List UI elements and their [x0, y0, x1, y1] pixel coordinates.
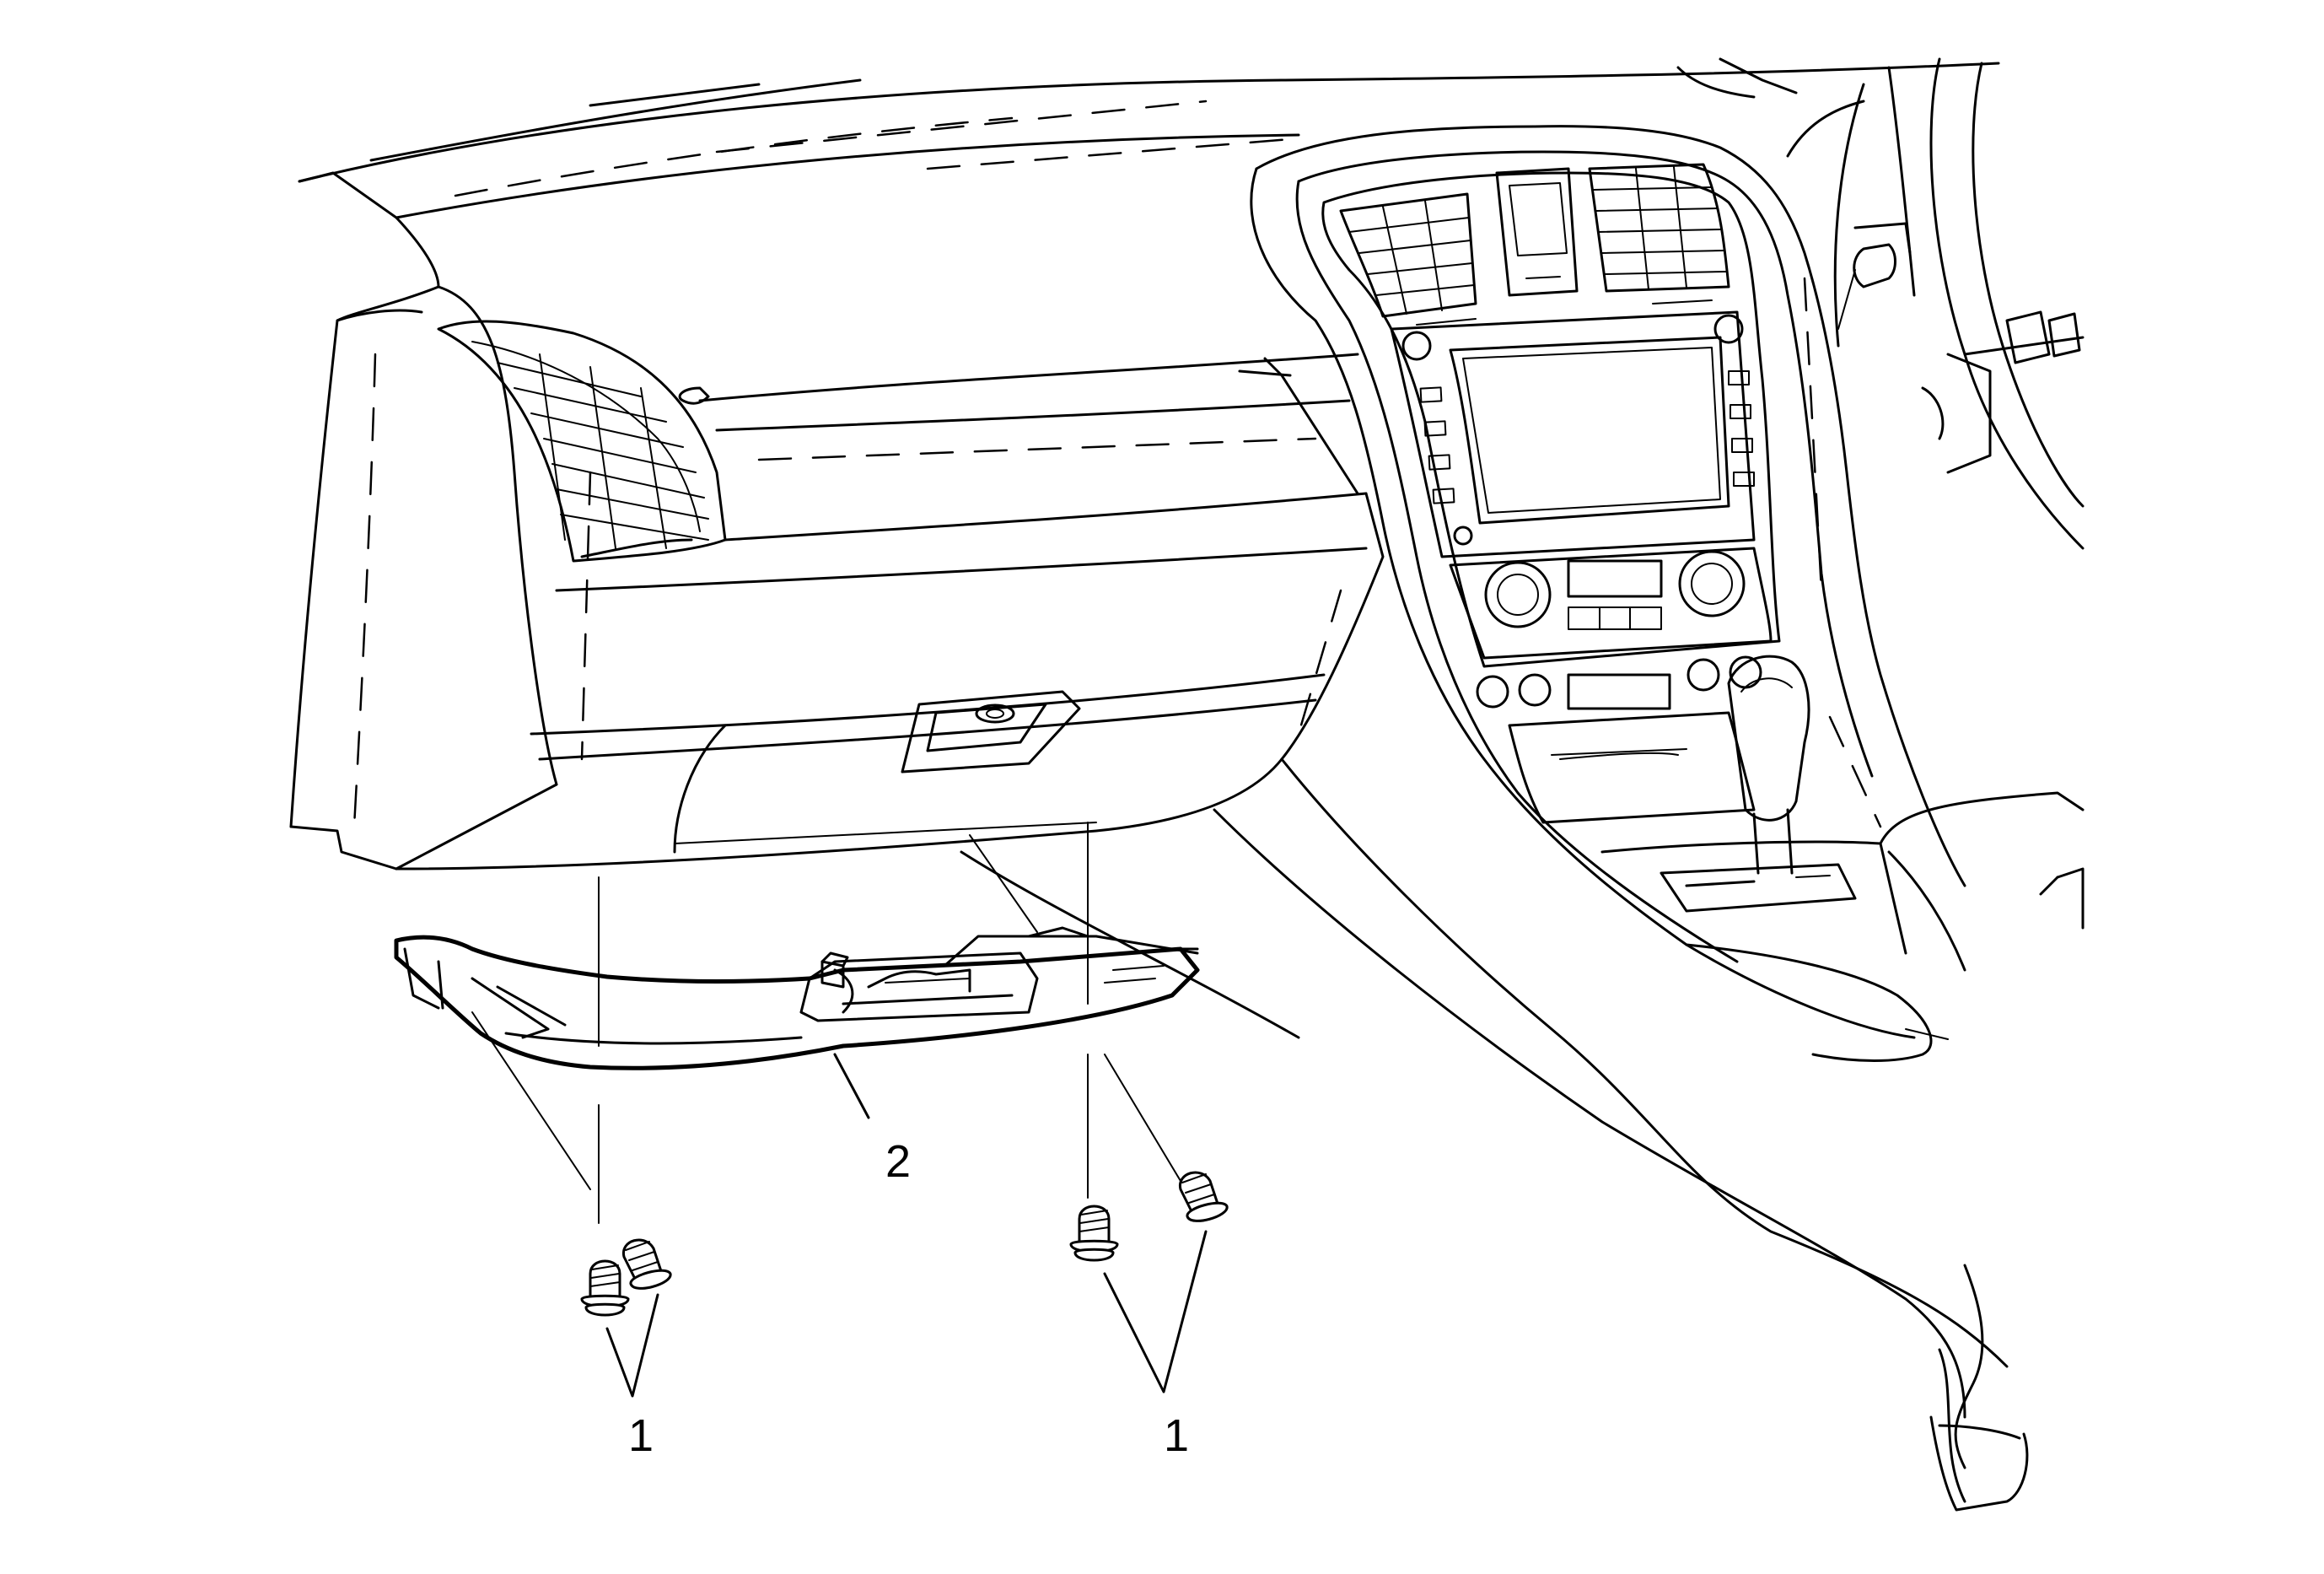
steering-wheel [1676, 57, 2085, 550]
instrument-panel-lower-trim-panel [394, 926, 1200, 1070]
fastener-leader-lines [471, 822, 1181, 1224]
steering-column-stalk [1837, 222, 2081, 474]
console-storage [1508, 711, 1756, 824]
screw-fastener-1a [580, 1259, 630, 1317]
callout-label-1-left: 1 [628, 1410, 654, 1461]
center-console-armrest [1879, 791, 2085, 972]
screw-fastener-1b [622, 1238, 672, 1290]
callout-leaders [605, 1053, 1208, 1398]
callout-label-1-right: 1 [1164, 1410, 1189, 1461]
climate-control-panel [1449, 547, 1773, 660]
center-stack [1250, 125, 1966, 1039]
vent-louvers [497, 353, 709, 549]
panel-dash-details [1803, 277, 1882, 828]
floor-air-duct [1929, 1264, 2029, 1512]
screw-fastener-1d [1179, 1171, 1229, 1222]
glove-box-handle [901, 690, 1081, 774]
lower-switches [1476, 655, 1762, 710]
air-vent-right-outer [437, 320, 727, 563]
glove-box-door [395, 353, 1385, 871]
radio-display-unit [1390, 310, 1756, 558]
callout-label-2: 2 [885, 1136, 911, 1187]
gear-shift-lever [1600, 655, 1949, 1062]
air-vent-center-left [1339, 192, 1477, 326]
air-vent-center-right [1588, 163, 1730, 305]
screw-fastener-1c [1069, 1205, 1119, 1262]
instrument-panel-end [289, 285, 558, 871]
striker-latch [820, 926, 1199, 993]
display-module-small [1495, 167, 1579, 297]
instrument-panel-lower [960, 757, 2009, 1419]
instrument-panel-upper [298, 62, 2000, 288]
